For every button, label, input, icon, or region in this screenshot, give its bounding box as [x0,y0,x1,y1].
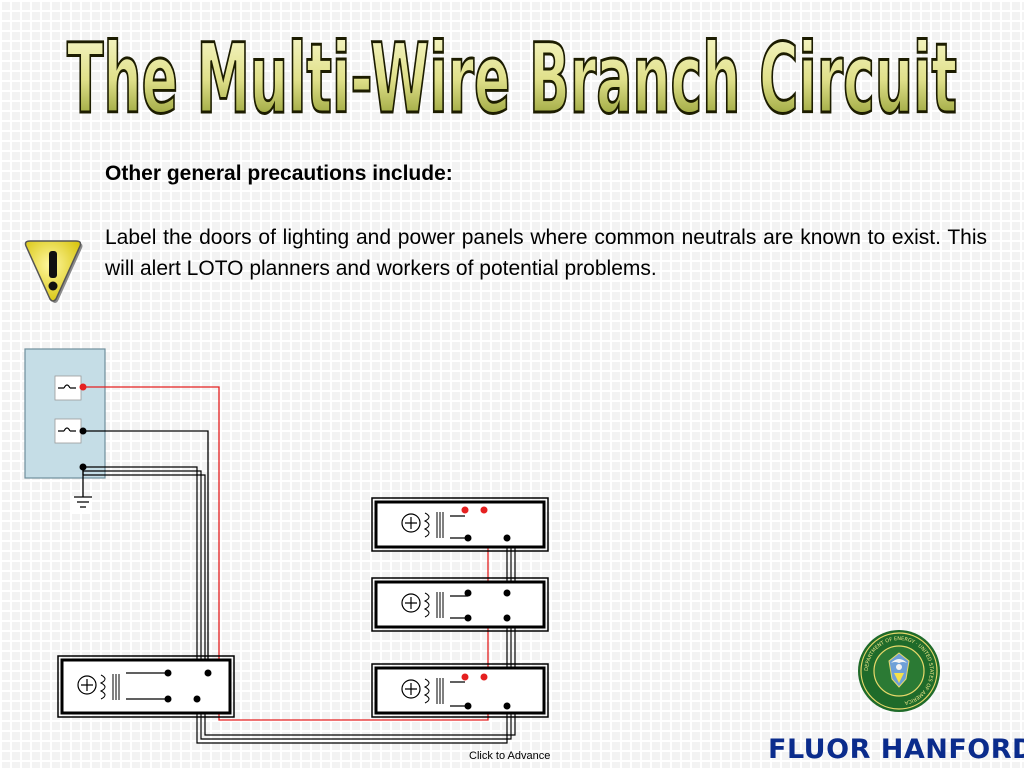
precautions-heading: Other general precautions include: [105,162,453,185]
breaker-1 [54,375,82,401]
light-fixture-top [371,497,549,552]
advance-link[interactable]: Click to Advance [469,750,551,762]
junction-dots [79,383,511,710]
breaker-2 [54,418,82,444]
light-fixture-middle [371,577,549,632]
neutral-wire-b [83,470,512,740]
warning-icon [24,240,83,303]
distribution-panel [24,348,106,479]
precautions-body: Label the doors of lighting and power pa… [105,226,987,280]
doe-seal-icon: DEPARTMENT OF ENERGY · UNITED STATES OF … [858,630,940,712]
slide-title: The Multi-Wire Branch Circuit [66,22,959,128]
ground-icon [72,470,92,514]
fluor-hanford-logo: FLUOR HANFORD [768,734,1024,765]
light-fixture-bottom-left [57,655,235,718]
slide-title-text: The Multi-Wire Branch Circuit [67,23,957,128]
wiring-diagram [24,348,549,744]
neutral-wire-c [83,474,516,736]
light-fixture-bottom-right [371,663,549,718]
